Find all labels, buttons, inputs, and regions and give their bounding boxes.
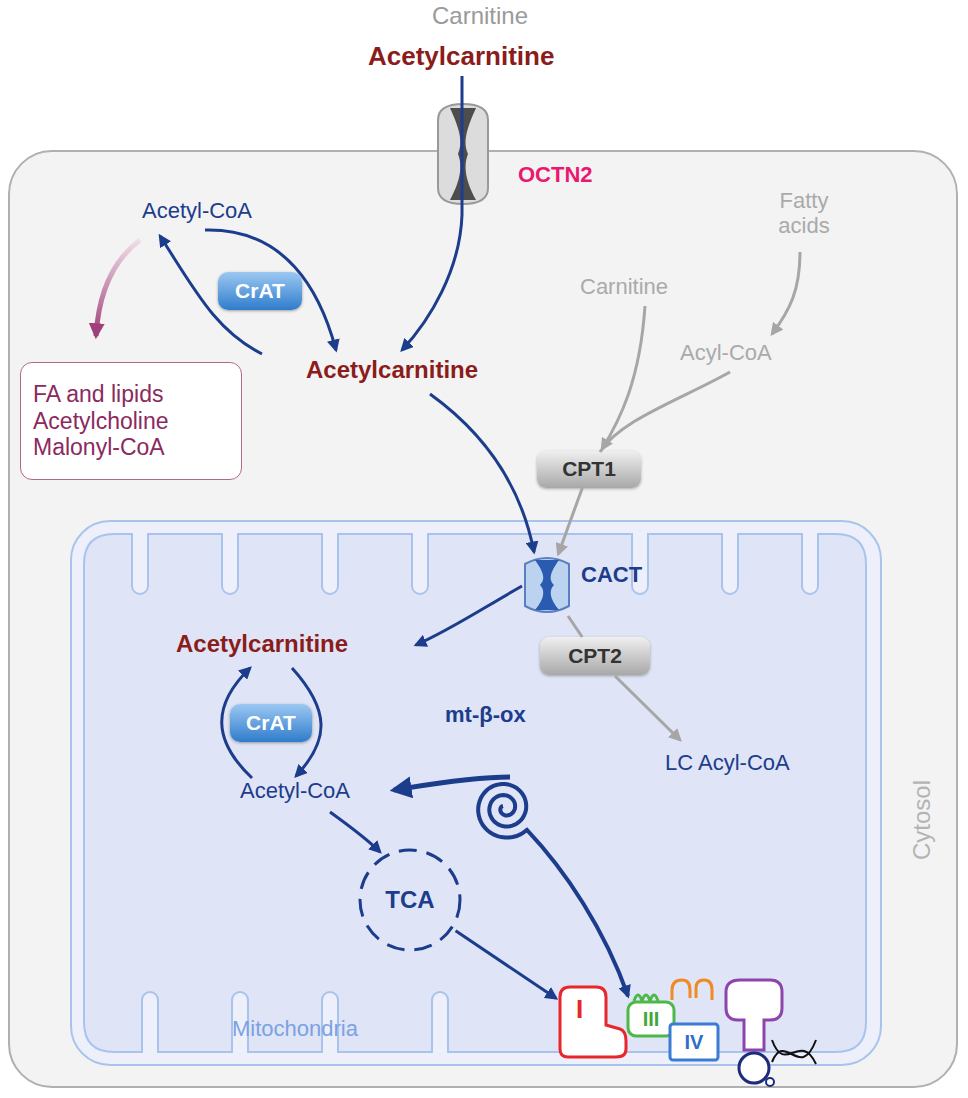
connector [568, 616, 582, 637]
metabolite-label: Carnitine [432, 2, 528, 30]
metabolite-label: Acetylcarnitine [306, 356, 478, 384]
complex-ii-decor [672, 980, 712, 1000]
svg-path [525, 558, 569, 612]
enzyme-label: CPT1 [562, 457, 616, 481]
atp-synthase [726, 980, 782, 1050]
complex-label: III [643, 1008, 660, 1031]
inner-membrane [84, 534, 866, 1052]
enzyme-box: CPT1 [537, 451, 641, 488]
svg-path [535, 560, 559, 610]
svg-path [438, 104, 488, 204]
compartment-label: Mitochondria [232, 1016, 358, 1041]
enzyme-label: CPT2 [568, 644, 622, 668]
complex-label: IV [685, 1031, 704, 1054]
enzyme-label: CrAT [246, 711, 296, 735]
svg-path [450, 108, 476, 200]
acetylcarnitine-release-arrow [416, 586, 522, 645]
metabolite-label: Acetyl-CoA [240, 778, 350, 803]
complex-label: I [576, 995, 583, 1025]
tca-entry-arrow [330, 812, 380, 852]
shape-outline [519, 554, 575, 616]
complex-iii-decor [634, 995, 658, 1001]
complex-shape: IV [668, 1022, 720, 1062]
enzyme-box: CrAT [230, 704, 312, 742]
atp-synthase-dot [766, 1078, 774, 1086]
transporter: CACT [519, 554, 575, 616]
svg-path [560, 987, 626, 1057]
cpt2-arrow [615, 676, 680, 740]
product-label: FA and lipids [33, 381, 163, 407]
metabolite-label: Fatty acids [764, 188, 844, 239]
metabolite-label: Acetylcarnitine [368, 42, 554, 72]
pathway-label: mt-β-ox [445, 702, 526, 727]
svg-circle [360, 850, 460, 950]
enzyme-box: CPT2 [540, 637, 650, 675]
cycle-circle: TCA [355, 845, 465, 955]
shape-outline [556, 985, 628, 1060]
metabolite-label: Acyl-CoA [680, 340, 772, 365]
transporter-label: CACT [581, 562, 642, 587]
enzyme-box: CrAT [218, 272, 302, 310]
svg-rect [628, 1002, 674, 1036]
compartment-label: Cytosol [908, 780, 936, 860]
metabolite-label: Acetylcarnitine [176, 630, 348, 658]
connector [456, 931, 556, 999]
metabolite-label: Carnitine [580, 274, 668, 299]
connector [558, 488, 582, 554]
product-label: Malonyl-CoA [33, 434, 165, 460]
metabolite-label: LC Acyl-CoA [665, 750, 790, 775]
atp-synthase-ring [739, 1053, 769, 1083]
cycle-label: TCA [385, 886, 434, 914]
enzyme-label: CrAT [235, 279, 285, 303]
complex-shape: I [556, 985, 628, 1060]
beta-oxidation-spiral [478, 784, 628, 996]
svg-rect [670, 1024, 718, 1060]
transporter-label: OCTN2 [518, 162, 593, 187]
product-box: FA and lipidsAcetylcholineMalonyl-CoA [20, 362, 242, 480]
metabolite-label: Acetyl-CoA [142, 198, 252, 223]
product-label: Acetylcholine [33, 408, 169, 434]
